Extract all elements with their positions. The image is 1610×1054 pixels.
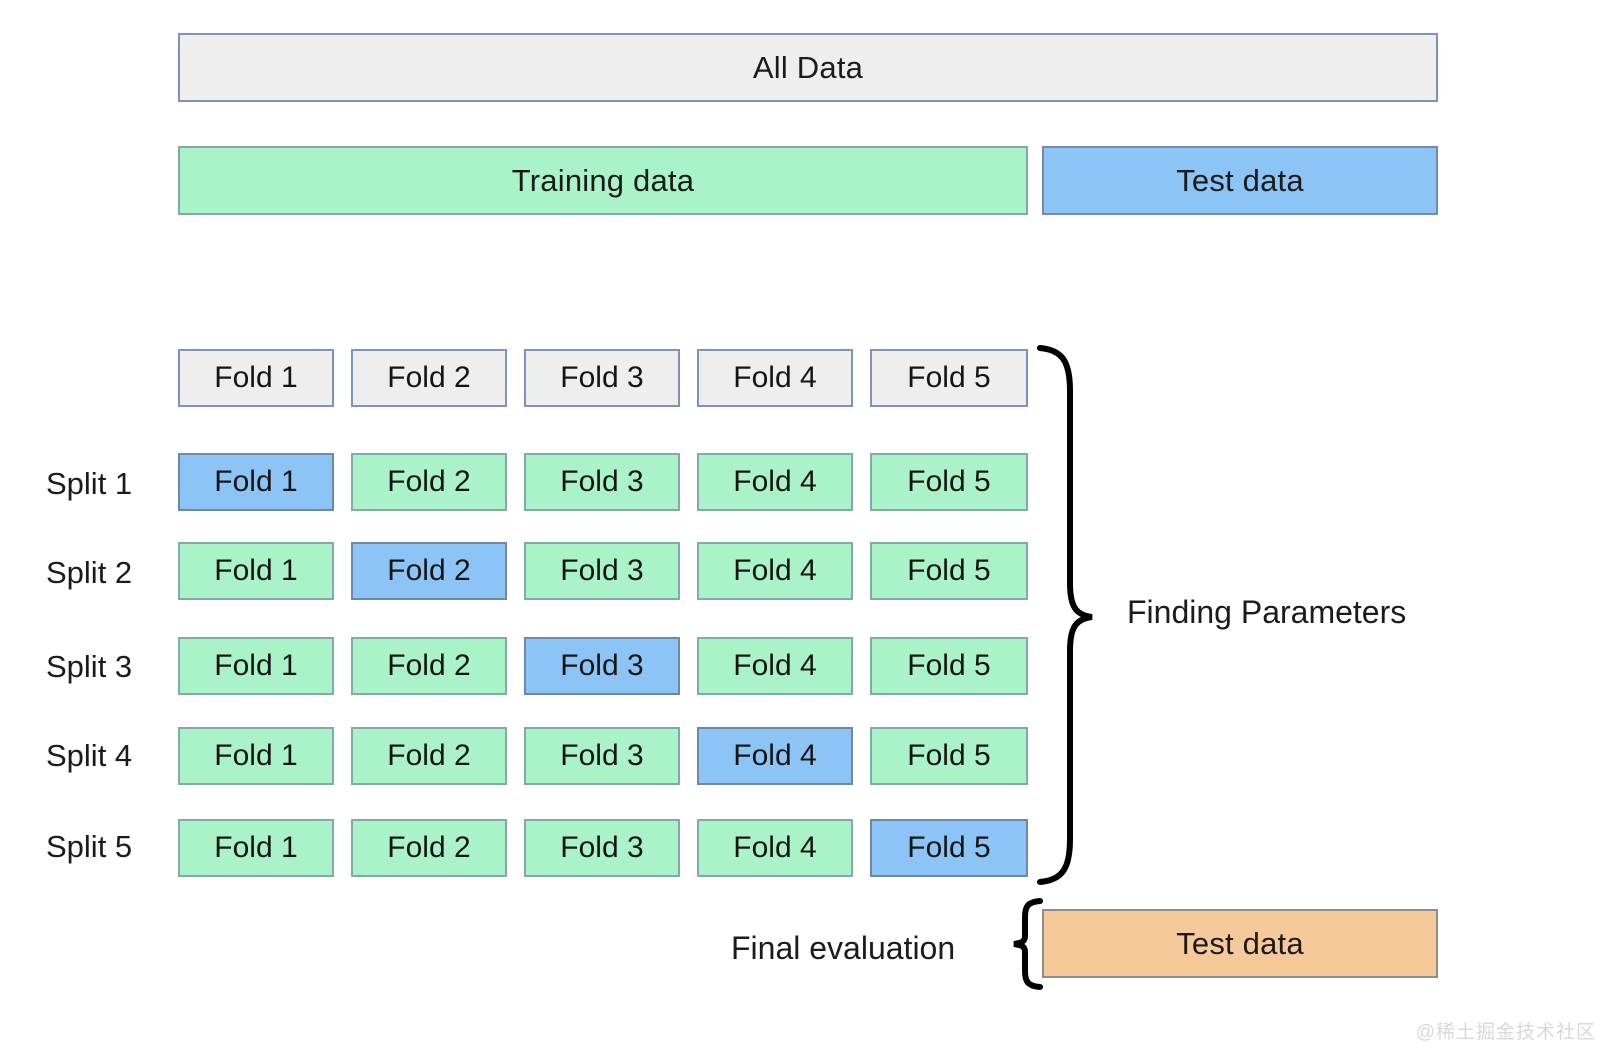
fold-label: Fold 3 xyxy=(560,554,644,587)
split-1-cell-5: Fold 5 xyxy=(870,453,1028,511)
finding-parameters-label-clip: Finding Parameters xyxy=(1127,596,1441,640)
fold-label: Fold 5 xyxy=(907,554,991,587)
fold-label: Fold 4 xyxy=(733,739,817,772)
split-5-cell-4: Fold 4 xyxy=(697,819,853,877)
split-1-cell-2: Fold 2 xyxy=(351,453,507,511)
split-5-cell-1: Fold 1 xyxy=(178,819,334,877)
split-4-cell-4: Fold 4 xyxy=(697,727,853,785)
fold-header-label: Fold 1 xyxy=(214,361,298,394)
fold-header-label: Fold 4 xyxy=(733,361,817,394)
fold-label: Fold 5 xyxy=(907,831,991,864)
split-3-cell-3: Fold 3 xyxy=(524,637,680,695)
split-1-cell-1: Fold 1 xyxy=(178,453,334,511)
all-data-box: All Data xyxy=(178,33,1438,102)
fold-header-cell-2: Fold 2 xyxy=(351,349,507,407)
fold-label: Fold 1 xyxy=(214,739,298,772)
final-evaluation-brace-icon xyxy=(1013,898,1043,990)
split-3-cell-1: Fold 1 xyxy=(178,637,334,695)
fold-header-cell-5: Fold 5 xyxy=(870,349,1028,407)
split-2-cell-2: Fold 2 xyxy=(351,542,507,600)
split-1-cell-4: Fold 4 xyxy=(697,453,853,511)
fold-label: Fold 4 xyxy=(733,831,817,864)
fold-label: Fold 1 xyxy=(214,649,298,682)
fold-label: Fold 2 xyxy=(387,831,471,864)
split-label-1: Split 1 xyxy=(46,466,133,501)
fold-label: Fold 3 xyxy=(560,739,644,772)
split-4-cell-5: Fold 5 xyxy=(870,727,1028,785)
split-5-cell-2: Fold 2 xyxy=(351,819,507,877)
fold-label: Fold 2 xyxy=(387,739,471,772)
split-3-cell-4: Fold 4 xyxy=(697,637,853,695)
finding-parameters-brace-icon xyxy=(1037,345,1093,885)
split-4-cell-2: Fold 2 xyxy=(351,727,507,785)
test-data-label: Test data xyxy=(1176,163,1304,198)
fold-label: Fold 3 xyxy=(560,465,644,498)
fold-header-label: Fold 3 xyxy=(560,361,644,394)
split-label-3: Split 3 xyxy=(46,649,133,684)
fold-label: Fold 5 xyxy=(907,649,991,682)
fold-label: Fold 1 xyxy=(214,554,298,587)
final-test-data-box: Test data xyxy=(1042,909,1438,978)
training-data-box: Training data xyxy=(178,146,1028,215)
split-3-cell-2: Fold 2 xyxy=(351,637,507,695)
fold-label: Fold 2 xyxy=(387,554,471,587)
split-5-cell-5: Fold 5 xyxy=(870,819,1028,877)
watermark: @稀土掘金技术社区 xyxy=(1415,1022,1596,1043)
fold-label: Fold 4 xyxy=(733,554,817,587)
split-1-cell-3: Fold 3 xyxy=(524,453,680,511)
fold-header-label: Fold 2 xyxy=(387,361,471,394)
split-label-2: Split 2 xyxy=(46,555,133,590)
fold-label: Fold 3 xyxy=(560,831,644,864)
fold-label: Fold 5 xyxy=(907,739,991,772)
final-test-data-label: Test data xyxy=(1176,926,1304,961)
all-data-label: All Data xyxy=(752,50,864,85)
fold-header-cell-1: Fold 1 xyxy=(178,349,334,407)
fold-header-cell-3: Fold 3 xyxy=(524,349,680,407)
split-label-4: Split 4 xyxy=(46,738,133,773)
split-2-cell-1: Fold 1 xyxy=(178,542,334,600)
test-data-box: Test data xyxy=(1042,146,1438,215)
fold-label: Fold 1 xyxy=(214,831,298,864)
fold-header-cell-4: Fold 4 xyxy=(697,349,853,407)
training-data-label: Training data xyxy=(511,163,695,198)
split-label-5: Split 5 xyxy=(46,829,133,864)
fold-label: Fold 4 xyxy=(733,649,817,682)
fold-label: Fold 4 xyxy=(733,465,817,498)
finding-parameters-label: Finding Parameters xyxy=(1127,596,1407,630)
fold-header-label: Fold 5 xyxy=(907,361,991,394)
final-evaluation-label: Final evaluation xyxy=(731,930,956,966)
fold-label: Fold 1 xyxy=(214,465,298,498)
split-4-cell-1: Fold 1 xyxy=(178,727,334,785)
split-4-cell-3: Fold 3 xyxy=(524,727,680,785)
split-2-cell-3: Fold 3 xyxy=(524,542,680,600)
fold-label: Fold 2 xyxy=(387,465,471,498)
split-2-cell-4: Fold 4 xyxy=(697,542,853,600)
fold-label: Fold 2 xyxy=(387,649,471,682)
fold-label: Fold 3 xyxy=(560,649,644,682)
fold-label: Fold 5 xyxy=(907,465,991,498)
split-2-cell-5: Fold 5 xyxy=(870,542,1028,600)
split-5-cell-3: Fold 3 xyxy=(524,819,680,877)
split-3-cell-5: Fold 5 xyxy=(870,637,1028,695)
